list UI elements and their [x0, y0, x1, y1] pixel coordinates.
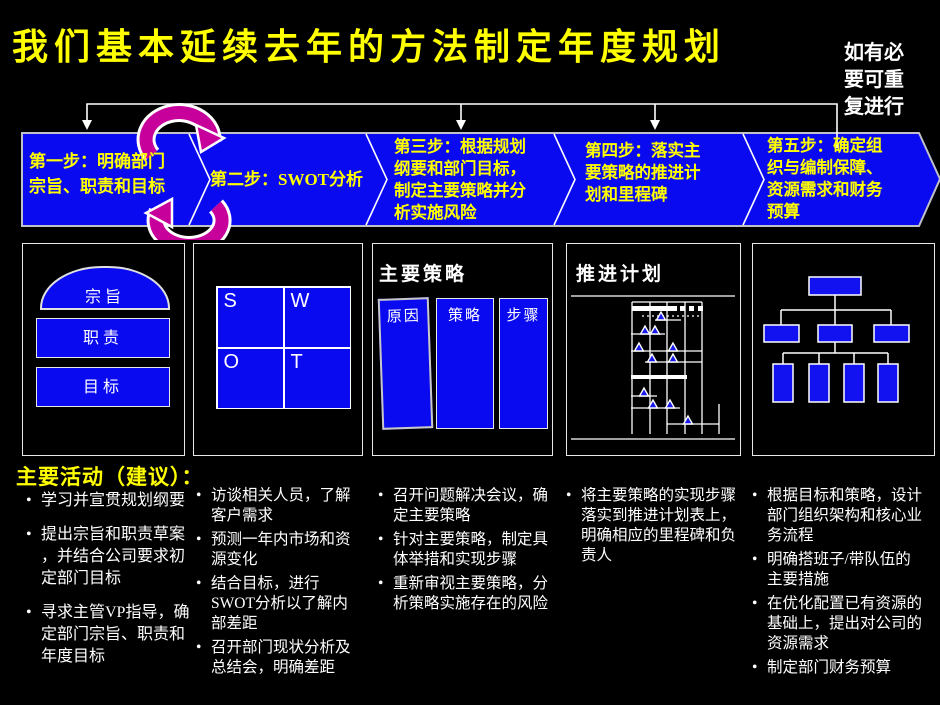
activities-column-1: 学习并宣贯规划纲要 提出宗旨和职责草案 ，并结合公司要求初 定部门目标 寻求主管… [24, 490, 194, 680]
strategy-box-title: 主要策略 [379, 264, 468, 285]
plan-box-title: 推进计划 [576, 264, 665, 285]
step-4-label: 第四步：落实主 要策略的推进计 划和里程碑 [585, 141, 701, 204]
activity-item: 明确搭班子/带队伍的 主要措施 [750, 550, 938, 590]
swot-box: S W O T [193, 243, 363, 456]
activity-item: 访谈相关人员，了解 客户需求 [194, 486, 374, 526]
activity-item: 针对主要策略，制定具 体举措和实现步骤 [376, 530, 560, 570]
step-3-label: 第三步：根据规划 纲要和部门目标， 制定主要策略并分 析实施风险 [394, 137, 526, 222]
step-band [21, 132, 940, 227]
activity-item: 重新审视主要策略，分 析策略实施存在的风险 [376, 574, 560, 614]
cycle-arrow-top [136, 103, 227, 162]
swot-cell-s: S [217, 287, 283, 347]
milestone-triangles [633, 310, 694, 425]
duty-bar-shape: 职责 [36, 318, 170, 358]
org-chart-graphic [763, 276, 910, 403]
activity-item: 将主要策略的实现步骤 落实到推进计划表上， 明确相应的里程碑和负 责人 [564, 486, 748, 566]
activity-item: 召开部门现状分析及 总结会，明确差距 [194, 638, 374, 678]
strategy-pillar-strategy: 策略 [436, 298, 494, 429]
strategy-pillar-reason: 原因 [377, 297, 434, 430]
activities-column-5: 根据目标和策略，设计 部门组织架构和核心业 务流程 明确搭班子/带队伍的 主要措… [750, 486, 938, 682]
feedback-arrowheads [82, 120, 660, 130]
repeat-note: 如有必要可重复进行 [844, 42, 904, 118]
activity-item: 召开问题解决会议，确 定主要策略 [376, 486, 560, 526]
swot-grid: S W O T [216, 286, 351, 409]
page-title: 我们基本延续去年的方法制定年度规划 [12, 27, 727, 67]
goal-bar-shape: 目标 [36, 367, 170, 407]
org-chart-box [752, 243, 935, 456]
activities-heading: 主要活动（建议）： [16, 465, 204, 489]
strategy-box: 主要策略 原因 策略 步骤 [372, 243, 553, 456]
process-flow-graphic [21, 103, 940, 240]
step-2-label: 第二步：SWOT分析 [210, 170, 364, 189]
step-1-label: 第一步：明确部门 宗旨、职责和目标 [29, 152, 165, 196]
activity-item: 预测一年内市场和资 源变化 [194, 530, 374, 570]
gantt-chart-graphic [571, 295, 735, 440]
mission-arch-shape: 宗旨 [40, 266, 170, 310]
activity-item: 提出宗旨和职责草案 ，并结合公司要求初 定部门目标 [24, 524, 194, 590]
swot-cell-w: W [284, 287, 350, 347]
strategy-pillar-steps: 步骤 [499, 298, 548, 429]
swot-cell-t: T [284, 348, 350, 408]
cycle-arrow-bottom [143, 196, 232, 240]
activities-column-3: 召开问题解决会议，确 定主要策略 针对主要策略，制定具 体举措和实现步骤 重新审… [376, 486, 560, 618]
swot-cell-o: O [217, 348, 283, 408]
plan-box: 推进计划 [566, 243, 741, 456]
feedback-loop-line [86, 103, 838, 148]
activity-item: 根据目标和策略，设计 部门组织架构和核心业 务流程 [750, 486, 938, 546]
activity-item: 学习并宣贯规划纲要 [24, 490, 194, 512]
activities-column-2: 访谈相关人员，了解 客户需求 预测一年内市场和资 源变化 结合目标，进行 SWO… [194, 486, 374, 682]
activity-item: 在优化配置已有资源的 基础上，提出对公司的 资源需求 [750, 594, 938, 654]
activities-column-4: 将主要策略的实现步骤 落实到推进计划表上， 明确相应的里程碑和负 责人 [564, 486, 748, 570]
activity-item: 寻求主管VP指导，确 定部门宗旨、职责和 年度目标 [24, 602, 194, 668]
mission-box: 宗旨 职责 目标 [22, 243, 185, 456]
activity-item: 制定部门财务预算 [750, 658, 938, 678]
step-5-label: 第五步：确定组 织与编制保障、 资源需求和财务 预算 [767, 136, 883, 221]
activity-item: 结合目标，进行 SWOT分析以了解内 部差距 [194, 574, 374, 634]
chevron-separators [188, 133, 765, 226]
